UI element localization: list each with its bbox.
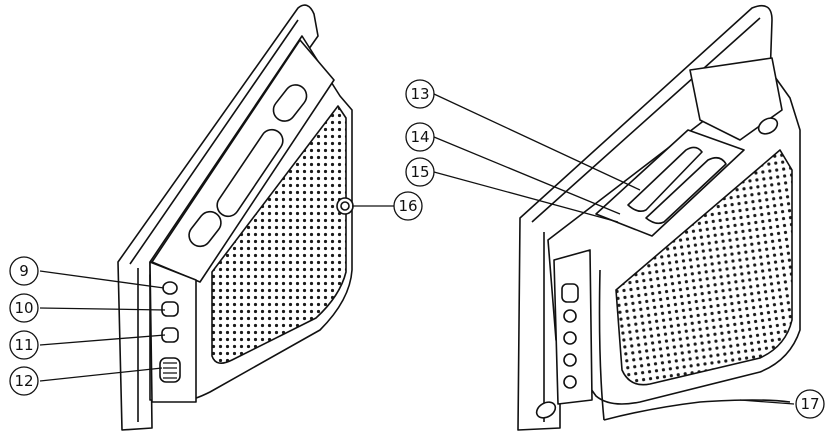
callout-9: 9 xyxy=(9,256,39,286)
right-control-2 xyxy=(563,309,577,323)
svg-text:9: 9 xyxy=(19,262,29,280)
svg-text:16: 16 xyxy=(398,197,417,215)
right-device-speaker-grille xyxy=(615,149,793,386)
right-battery-1 xyxy=(627,146,703,212)
right-battery-2 xyxy=(645,156,727,225)
right-control-1 xyxy=(561,283,579,303)
left-top-button-2 xyxy=(216,128,284,218)
svg-text:14: 14 xyxy=(410,128,429,146)
left-device xyxy=(117,4,354,431)
left-control-10 xyxy=(161,301,179,317)
left-top-button-1 xyxy=(272,84,308,122)
right-control-4 xyxy=(563,353,577,367)
callouts xyxy=(39,93,795,405)
callout-16: 16 xyxy=(393,191,423,221)
callout-12: 12 xyxy=(9,366,39,396)
svg-text:13: 13 xyxy=(410,85,429,103)
left-top-button-3 xyxy=(188,210,222,248)
right-control-5 xyxy=(563,375,577,389)
callout-badges: 9 10 11 12 13 14 15 16 xyxy=(9,79,825,419)
svg-text:12: 12 xyxy=(14,372,33,390)
callout-11: 11 xyxy=(9,330,39,360)
left-control-9 xyxy=(162,281,178,295)
callout-13: 13 xyxy=(405,79,435,109)
left-device-speaker-grille xyxy=(211,105,347,364)
callout-15: 15 xyxy=(405,157,435,187)
svg-text:10: 10 xyxy=(14,299,33,317)
left-control-12 xyxy=(159,357,181,383)
right-control-3 xyxy=(563,331,577,345)
svg-text:17: 17 xyxy=(800,395,819,413)
callout-10: 10 xyxy=(9,293,39,323)
svg-text:15: 15 xyxy=(410,163,429,181)
right-device xyxy=(517,4,801,431)
left-side-port xyxy=(336,197,354,215)
left-device-front-panel-edge xyxy=(129,19,299,422)
callout-14: 14 xyxy=(405,122,435,152)
right-device-cable xyxy=(598,269,791,421)
callout-17: 17 xyxy=(795,389,825,419)
svg-text:11: 11 xyxy=(14,336,33,354)
